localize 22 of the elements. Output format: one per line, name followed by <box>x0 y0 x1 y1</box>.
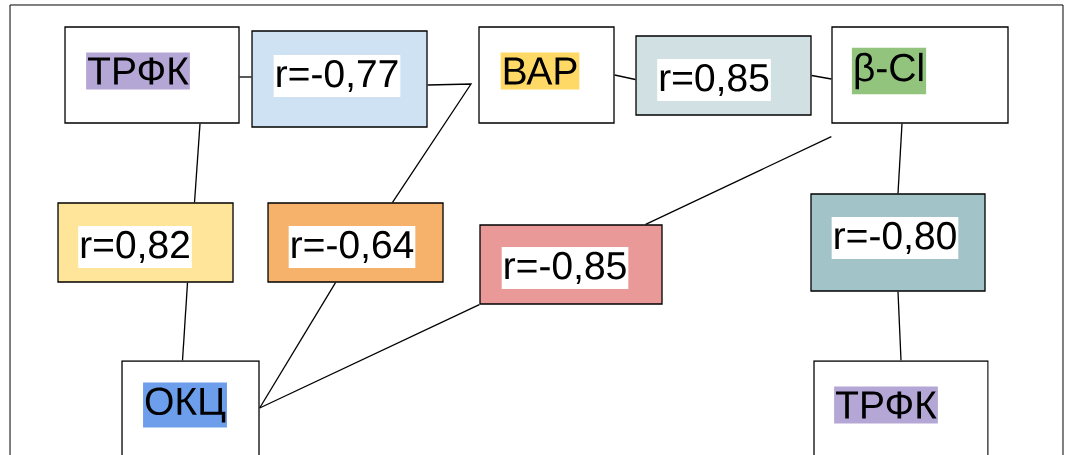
connector-line <box>259 282 337 409</box>
connector-line <box>897 123 903 194</box>
connector-line <box>391 83 473 203</box>
connector-line <box>614 74 636 81</box>
connector-line <box>645 136 832 225</box>
connector-line <box>259 304 480 409</box>
correlation-box: r=-0,80 <box>810 193 986 292</box>
connector-line <box>239 76 252 78</box>
connector-line <box>897 291 902 361</box>
correlation-box: r=-0,85 <box>479 224 663 305</box>
connector-line <box>193 123 201 203</box>
variable-box: ТРФК <box>64 26 240 124</box>
correlation-box: r=-0,64 <box>267 202 444 283</box>
variable-box: ОКЦ <box>121 360 260 455</box>
correlation-box: r=0,82 <box>57 202 234 283</box>
connector-line <box>181 282 189 361</box>
connector-line <box>811 74 832 80</box>
variable-box: ТРФК <box>813 360 989 455</box>
variable-box: ВАР <box>478 26 615 124</box>
variable-box: β-Cl <box>831 26 1009 124</box>
correlation-box: r=0,85 <box>635 35 812 116</box>
correlation-box: r=-0,77 <box>251 30 428 128</box>
